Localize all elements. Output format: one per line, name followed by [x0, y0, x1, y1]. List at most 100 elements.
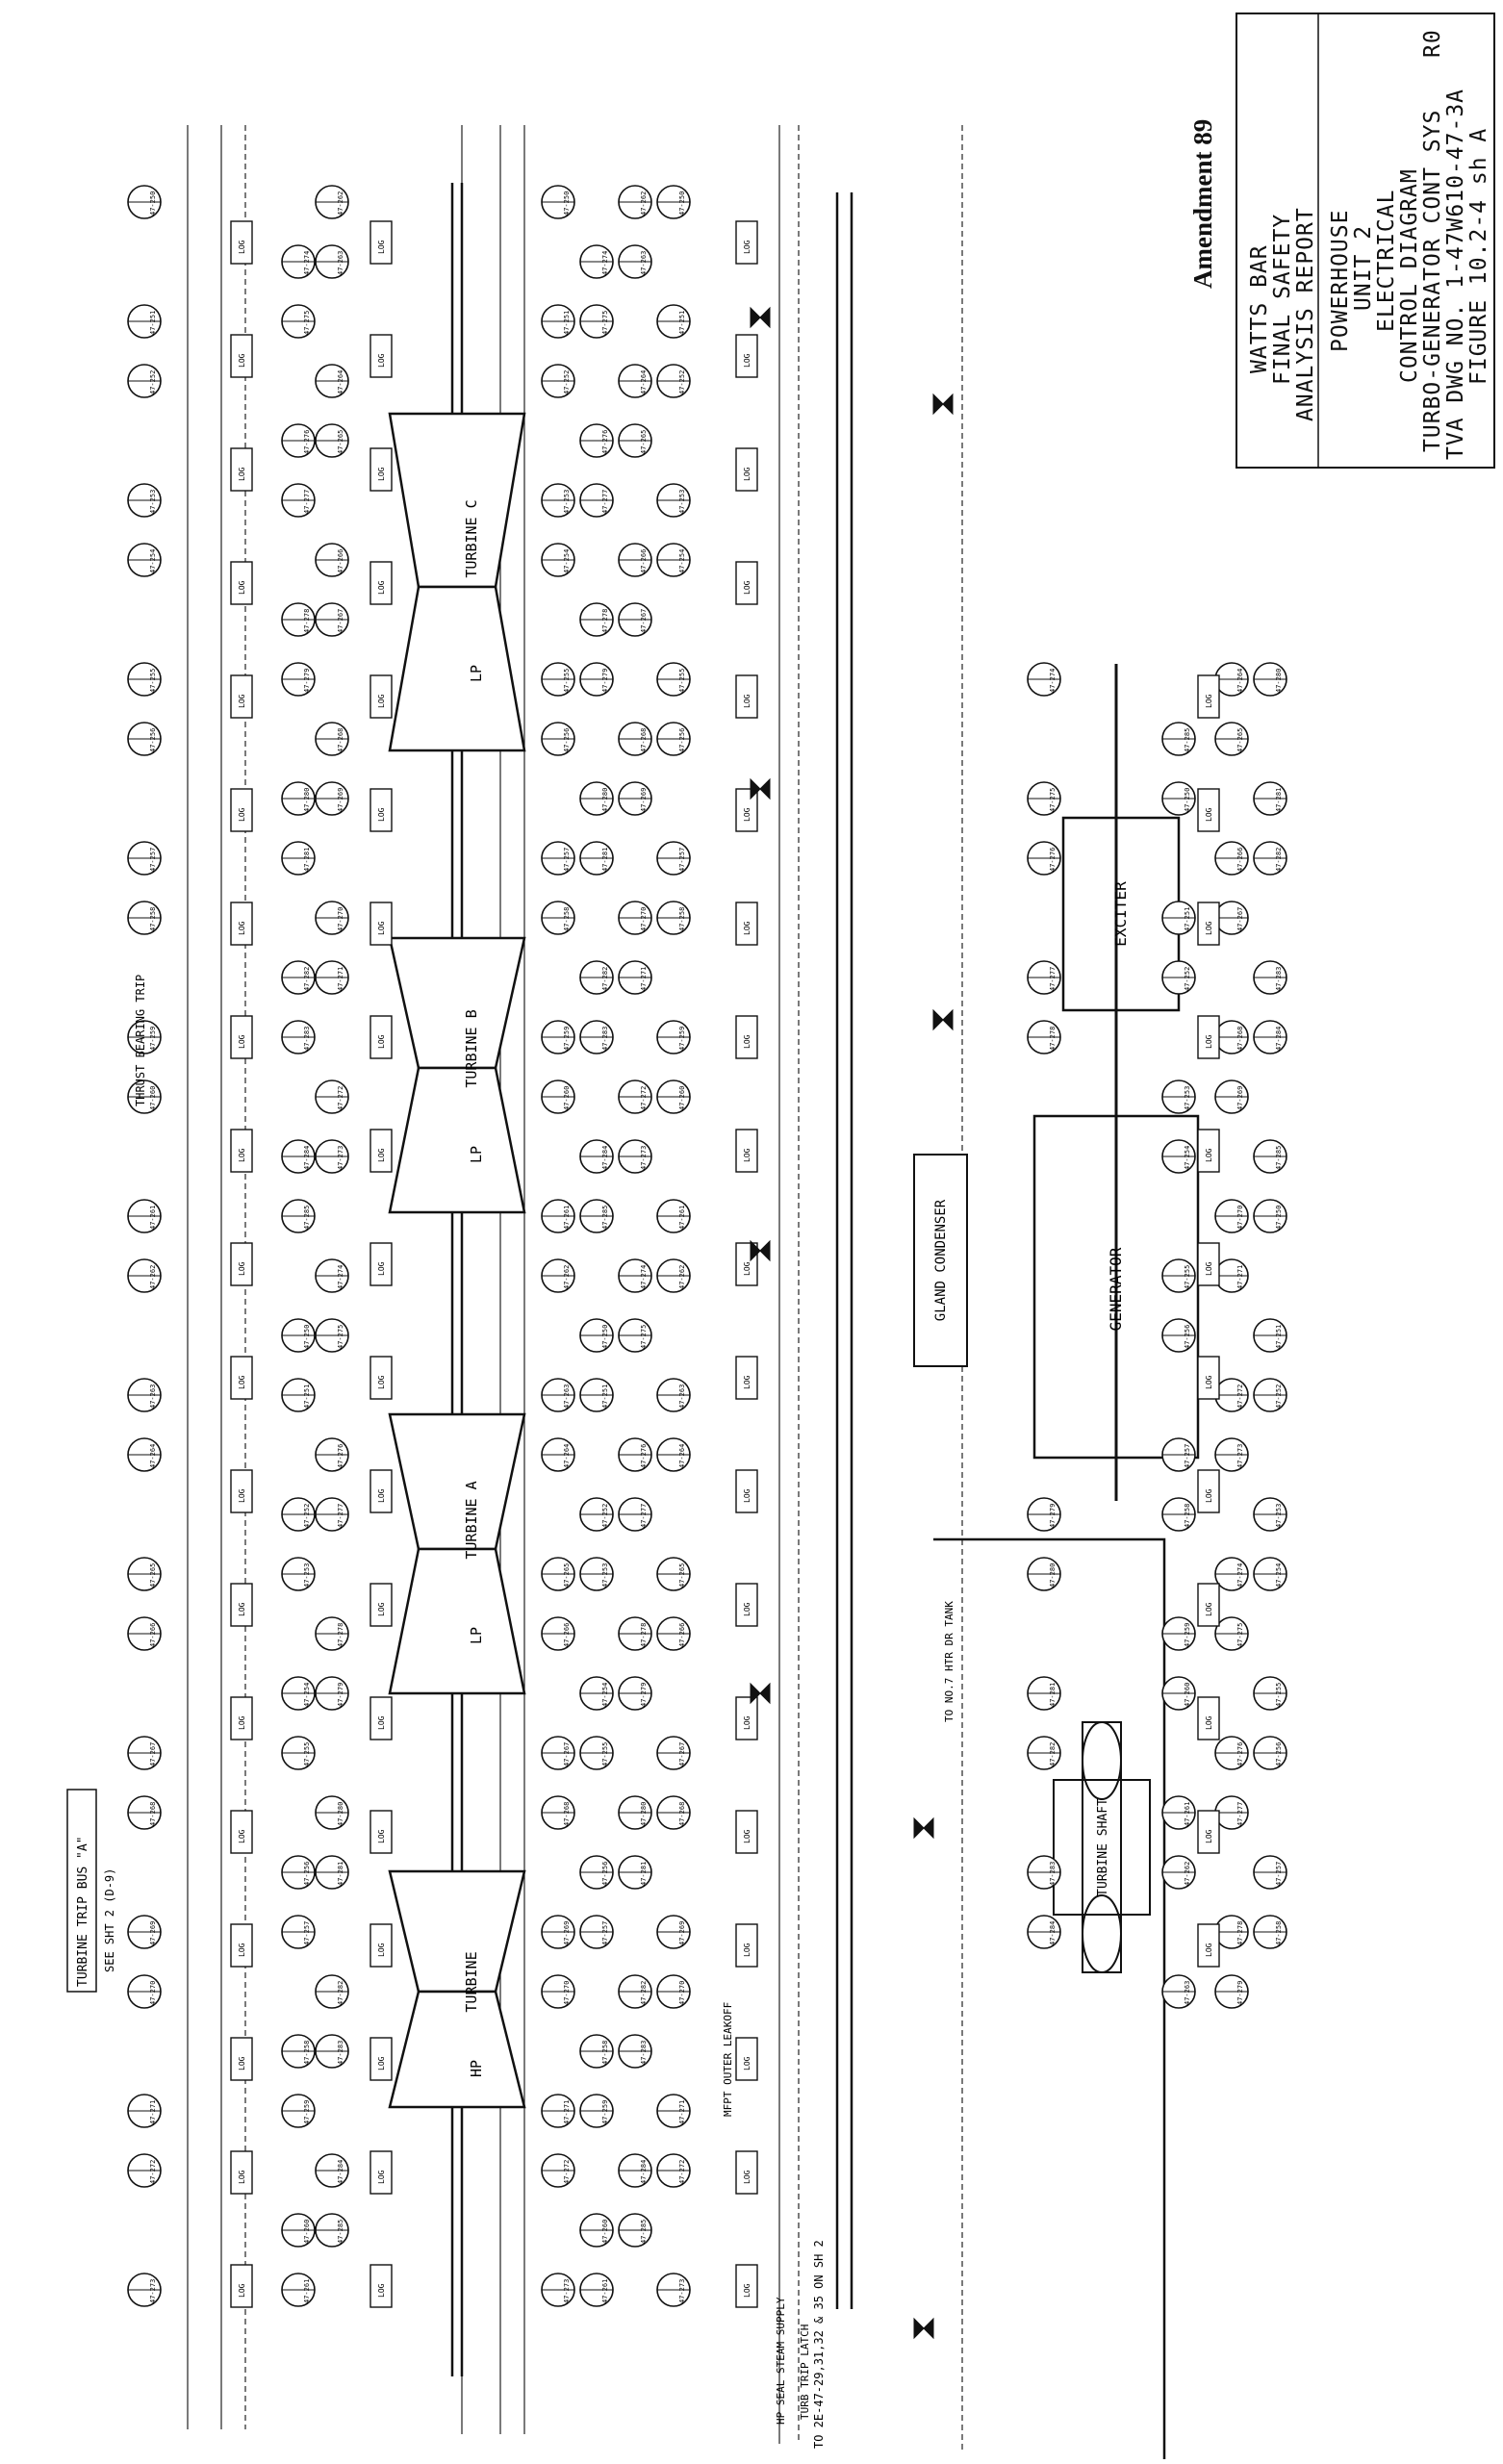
- log-box-label: LOG: [1205, 921, 1213, 935]
- instrument-bubble: 47-252: [127, 364, 162, 398]
- log-box-label: LOG: [238, 694, 246, 708]
- instrument-tag: 47-254: [1275, 1563, 1283, 1588]
- instrument-bubble: 47-270: [127, 1974, 162, 2009]
- turbine-hp-casing: [388, 1869, 526, 1994]
- log-box-label: LOG: [743, 1943, 752, 1957]
- instrument-tag: 47-269: [640, 788, 648, 812]
- log-box-label: LOG: [238, 1943, 246, 1957]
- instrument-bubble: 47-283: [1027, 1855, 1061, 1890]
- instrument-tag: 47-251: [601, 1384, 609, 1409]
- log-box: [1197, 1129, 1220, 1173]
- instrument-bubble: 47-258: [127, 901, 162, 935]
- instrument-tag: 47-261: [1184, 1802, 1191, 1826]
- instrument-tag: 47-252: [303, 1504, 311, 1528]
- instrument-bubble: 47-256: [281, 1855, 316, 1890]
- instrument-tag: 47-273: [678, 2279, 686, 2303]
- log-box-label: LOG: [238, 353, 246, 368]
- log-box-label: LOG: [743, 2283, 752, 2298]
- instrument-bubble: 47-258: [1161, 1497, 1196, 1532]
- instrument-tag: 47-268: [563, 1802, 571, 1826]
- log-box-label: LOG: [238, 1715, 246, 1730]
- log-box-label: LOG: [377, 1829, 386, 1843]
- log-box: [369, 220, 393, 265]
- instrument-tag: 47-265: [149, 1563, 157, 1588]
- instrument-bubble: 47-262: [1161, 1855, 1196, 1890]
- log-box-label: LOG: [238, 2170, 246, 2184]
- instrument-bubble: 47-277: [1027, 960, 1061, 995]
- instrument-tag: 47-268: [149, 1802, 157, 1826]
- log-box-label: LOG: [238, 580, 246, 595]
- instrument-tag: 47-254: [563, 549, 571, 573]
- instrument-bubble: 47-277: [281, 483, 316, 518]
- instrument-bubble: 47-281: [618, 1855, 652, 1890]
- instrument-bubble: 47-279: [315, 1676, 349, 1711]
- turbine-c-label: TURBINE C: [463, 499, 480, 577]
- instrument-tag: 47-285: [1184, 728, 1191, 752]
- log-box-label: LOG: [377, 921, 386, 935]
- instrument-bubble: 47-254: [281, 1676, 316, 1711]
- instrument-bubble: 47-269: [618, 781, 652, 816]
- instrument-bubble: 47-257: [281, 1915, 316, 1949]
- instrument-tag: 47-285: [337, 2220, 344, 2244]
- instrument-tag: 47-285: [640, 2220, 648, 2244]
- instrument-tag: 47-285: [1275, 1146, 1283, 1170]
- instrument-bubble: 47-277: [579, 483, 614, 518]
- log-box: [230, 2037, 253, 2081]
- instrument-bubble: 47-258: [656, 901, 691, 935]
- instrument-bubbles: 47-25047-25147-25247-25347-25447-25547-2…: [127, 185, 1287, 2307]
- instrument-bubble: 47-279: [1214, 1974, 1249, 2009]
- exciter-label: EXCITER: [1111, 881, 1130, 947]
- instrument-bubble: 47-261: [127, 1199, 162, 1233]
- instrument-bubble: 47-261: [541, 1199, 575, 1233]
- instrument-bubble: 47-264: [618, 364, 652, 398]
- instrument-bubble: 47-270: [315, 901, 349, 935]
- instrument-bubble: 47-256: [579, 1855, 614, 1890]
- instrument-bubble: 47-278: [618, 1616, 652, 1651]
- instrument-bubble: 47-282: [1027, 1736, 1061, 1770]
- instrument-bubble: 47-284: [618, 2153, 652, 2188]
- instrument-bubble: 47-282: [281, 960, 316, 995]
- instrument-tag: 47-274: [303, 251, 311, 275]
- instrument-tag: 47-263: [149, 1384, 157, 1409]
- instrument-tag: 47-278: [1049, 1027, 1057, 1051]
- instrument-tag: 47-264: [678, 1444, 686, 1468]
- log-box: [369, 2264, 393, 2308]
- log-box-label: LOG: [743, 1375, 752, 1389]
- log-box: [369, 334, 393, 378]
- instrument-tag: 47-281: [601, 848, 609, 872]
- instrument-tag: 47-254: [149, 549, 157, 573]
- instrument-tag: 47-271: [640, 967, 648, 991]
- instrument-bubble: 47-276: [315, 1437, 349, 1472]
- log-box: [230, 1810, 253, 1854]
- instrument-bubble: 47-272: [618, 1080, 652, 1114]
- instrument-tag: 47-260: [303, 2220, 311, 2244]
- generator-label: GENERATOR: [1107, 1247, 1125, 1331]
- instrument-bubble: 47-257: [579, 1915, 614, 1949]
- log-box-label: LOG: [238, 1375, 246, 1389]
- instrument-bubble: 47-284: [281, 1139, 316, 1174]
- instrument-tag: 47-265: [337, 430, 344, 454]
- instrument-tag: 47-270: [678, 1981, 686, 2005]
- instrument-tag: 47-269: [1236, 1086, 1244, 1110]
- turbine-b-lp-label: LP: [468, 1146, 485, 1163]
- instrument-tag: 47-279: [337, 1683, 344, 1707]
- instrument-tag: 47-260: [1184, 1683, 1191, 1707]
- instrument-bubble: 47-254: [656, 543, 691, 577]
- instrument-bubble: 47-253: [1253, 1497, 1287, 1532]
- instrument-tag: 47-278: [337, 1623, 344, 1647]
- instrument-bubble: 47-281: [579, 841, 614, 876]
- instrument-tag: 47-275: [337, 1325, 344, 1349]
- instrument-bubble: 47-267: [1214, 901, 1249, 935]
- instrument-bubble: 47-273: [127, 2273, 162, 2307]
- instrument-tag: 47-277: [303, 490, 311, 514]
- instrument-bubble: 47-284: [1253, 1020, 1287, 1054]
- instrument-bubble: 47-272: [1214, 1378, 1249, 1412]
- instrument-bubble: 47-252: [1253, 1378, 1287, 1412]
- instrument-bubble: 47-273: [1214, 1437, 1249, 1472]
- log-box: [369, 1810, 393, 1854]
- log-box: [230, 1696, 253, 1740]
- instrument-bubble: 47-260: [281, 2213, 316, 2248]
- instrument-bubble: 47-266: [127, 1616, 162, 1651]
- log-box: [1197, 1923, 1220, 1968]
